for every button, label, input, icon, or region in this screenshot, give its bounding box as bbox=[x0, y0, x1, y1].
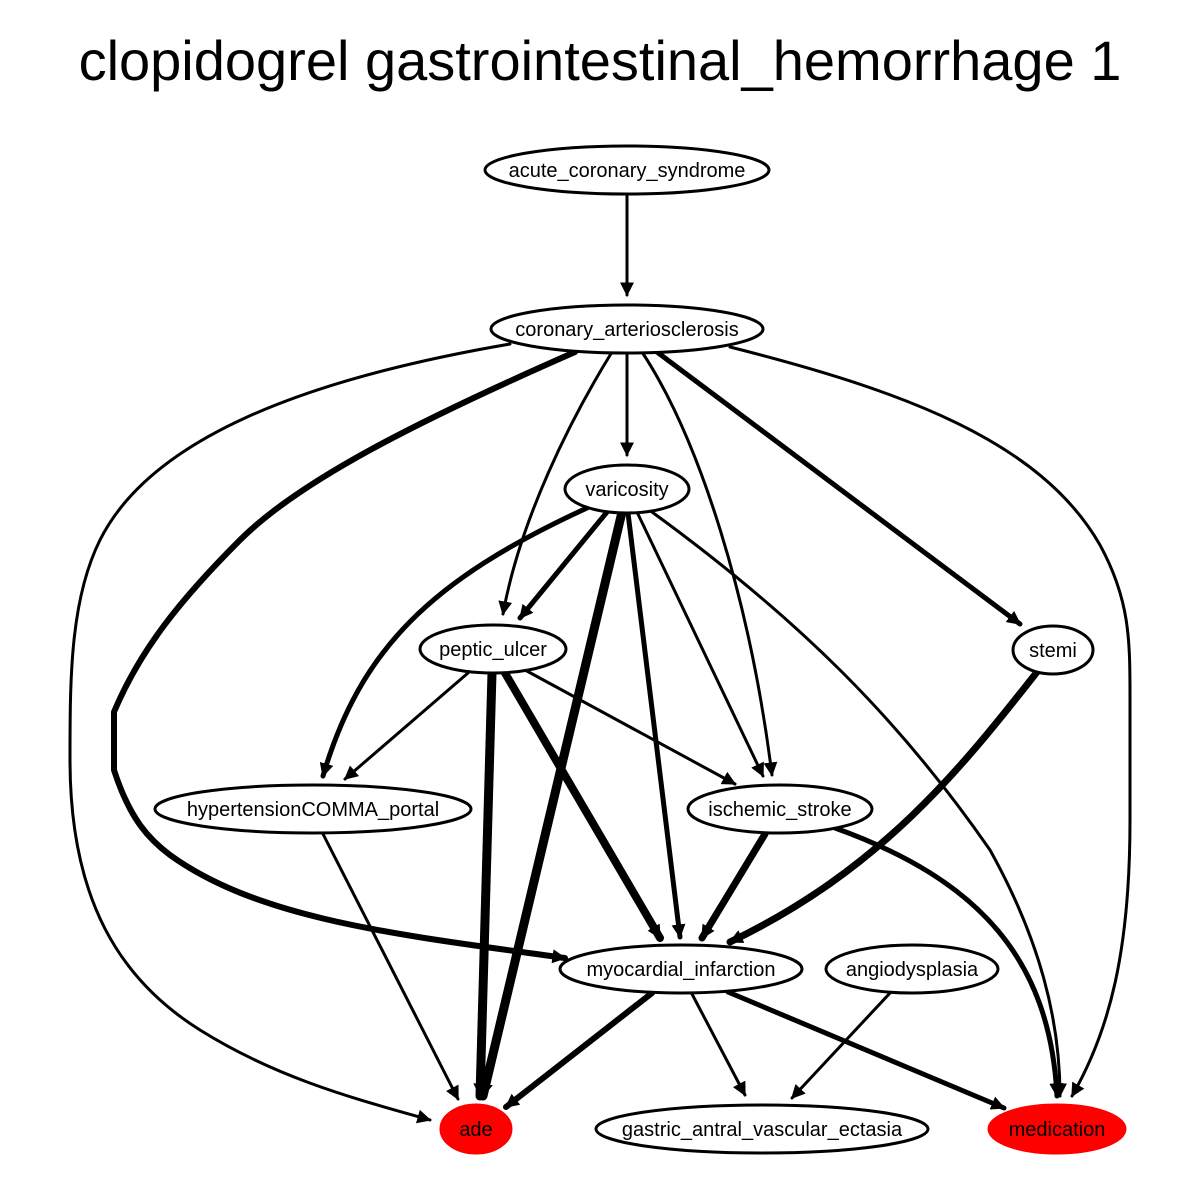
node-gastric_antral_vascular_ectasia: gastric_antral_vascular_ectasia bbox=[594, 1103, 930, 1155]
edge-varicosity-to-myocardial_infarction bbox=[625, 510, 686, 940]
node-medication: medication bbox=[987, 1103, 1127, 1155]
edge-varicosity-to-peptic_ulcer bbox=[517, 509, 610, 621]
edge-angiodysplasia-to-gastric_antral_vascular_ectasia bbox=[790, 991, 892, 1100]
edge-coronary_arteriosclerosis-to-stemi bbox=[654, 349, 1023, 627]
node-label-ade: ade bbox=[459, 1119, 492, 1141]
node-hypertensionCOMMA_portal: hypertensionCOMMA_portal bbox=[153, 783, 473, 835]
edge-varicosity-to-ischemic_stroke bbox=[635, 510, 765, 778]
node-label-myocardial_infarction: myocardial_infarction bbox=[587, 959, 776, 981]
edge-varicosity-to-medication bbox=[650, 510, 1067, 1098]
edges-layer bbox=[68, 194, 1132, 1124]
node-label-hypertensionCOMMA_portal: hypertensionCOMMA_portal bbox=[187, 799, 439, 821]
node-shape-acute_coronary_syndrome bbox=[483, 144, 771, 196]
edge-varicosity-to-hypertensionCOMMA_portal bbox=[319, 505, 590, 779]
edge-hypertensionCOMMA_portal-to-ade bbox=[321, 832, 460, 1101]
node-label-coronary_arteriosclerosis: coronary_arteriosclerosis bbox=[515, 319, 738, 341]
node-label-acute_coronary_syndrome: acute_coronary_syndrome bbox=[509, 160, 746, 182]
node-coronary_arteriosclerosis: coronary_arteriosclerosis bbox=[489, 303, 765, 355]
edge-peptic_ulcer-to-ade bbox=[473, 668, 497, 1101]
edge-coronary_arteriosclerosis-to-medication bbox=[728, 345, 1132, 1098]
nodes-layer: acute_coronary_syndrome coronary_arterios… bbox=[153, 144, 1127, 1155]
edge-ischemic_stroke-to-myocardial_infarction bbox=[698, 830, 769, 942]
edge-peptic_ulcer-to-ischemic_stroke bbox=[523, 668, 737, 786]
edge-myocardial_infarction-to-ade bbox=[503, 990, 655, 1110]
edge-peptic_ulcer-to-hypertensionCOMMA_portal bbox=[343, 671, 470, 781]
edge-myocardial_infarction-to-medication bbox=[725, 989, 1007, 1111]
node-varicosity: varicosity bbox=[563, 463, 691, 515]
node-shape-stemi bbox=[1011, 624, 1095, 676]
node-ischemic_stroke: ischemic_stroke bbox=[686, 783, 874, 835]
node-shape-ade bbox=[439, 1103, 513, 1155]
node-shape-coronary_arteriosclerosis bbox=[489, 303, 765, 355]
node-stemi: stemi bbox=[1011, 624, 1095, 676]
edge-ischemic_stroke-to-medication bbox=[832, 825, 1064, 1099]
node-label-medication: medication bbox=[1009, 1119, 1106, 1141]
edge-coronary_arteriosclerosis-to-peptic_ulcer bbox=[498, 350, 614, 616]
node-label-gastric_antral_vascular_ectasia: gastric_antral_vascular_ectasia bbox=[622, 1119, 903, 1141]
node-label-varicosity: varicosity bbox=[585, 479, 668, 501]
node-shape-varicosity bbox=[563, 463, 691, 515]
node-shape-ischemic_stroke bbox=[686, 783, 874, 835]
edge-stemi-to-myocardial_infarction bbox=[726, 668, 1041, 946]
node-acute_coronary_syndrome: acute_coronary_syndrome bbox=[483, 144, 771, 196]
edge-coronary_arteriosclerosis-to-ischemic_stroke bbox=[640, 350, 778, 777]
node-shape-angiodysplasia bbox=[824, 943, 1000, 995]
node-label-stemi: stemi bbox=[1029, 640, 1077, 662]
edge-peptic_ulcer-to-myocardial_infarction bbox=[501, 669, 664, 942]
node-angiodysplasia: angiodysplasia bbox=[824, 943, 1000, 995]
edge-myocardial_infarction-to-gastric_antral_vascular_ectasia bbox=[690, 992, 747, 1097]
edge-varicosity-to-ade bbox=[478, 507, 627, 1101]
node-shape-peptic_ulcer bbox=[418, 623, 568, 675]
edge-coronary_arteriosclerosis-to-myocardial_infarction bbox=[111, 349, 578, 964]
node-shape-gastric_antral_vascular_ectasia bbox=[594, 1103, 930, 1155]
node-label-ischemic_stroke: ischemic_stroke bbox=[708, 799, 851, 821]
node-shape-hypertensionCOMMA_portal bbox=[153, 783, 473, 835]
node-shape-medication bbox=[987, 1103, 1127, 1155]
node-label-peptic_ulcer: peptic_ulcer bbox=[439, 639, 547, 661]
node-ade: ade bbox=[439, 1103, 513, 1155]
page-title: clopidogrel gastrointestinal_hemorrhage … bbox=[78, 29, 1122, 92]
node-label-angiodysplasia: angiodysplasia bbox=[846, 959, 979, 981]
edge-coronary_arteriosclerosis-to-ade bbox=[68, 342, 512, 1124]
node-shape-myocardial_infarction bbox=[558, 943, 804, 995]
node-peptic_ulcer: peptic_ulcer bbox=[418, 623, 568, 675]
node-myocardial_infarction: myocardial_infarction bbox=[558, 943, 804, 995]
